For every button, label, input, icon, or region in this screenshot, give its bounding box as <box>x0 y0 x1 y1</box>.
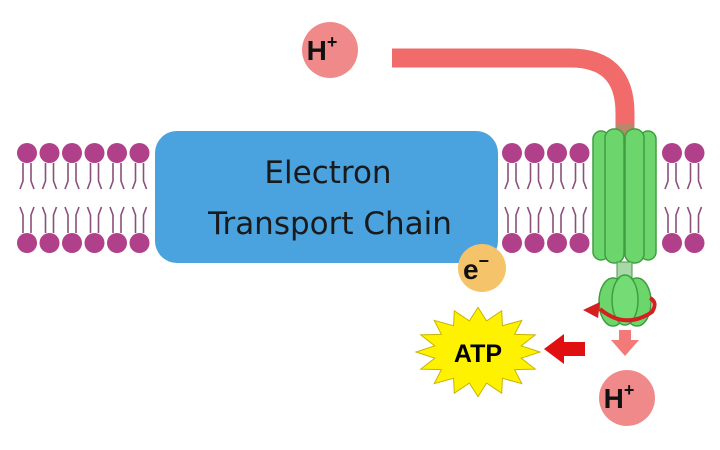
rotation-arrow-icon <box>583 296 657 323</box>
phospholipid-icon <box>107 143 127 253</box>
phospholipid-icon <box>62 143 82 253</box>
proton-bottom: H+ <box>599 370 655 426</box>
atp-synthase <box>592 128 657 327</box>
phospholipid-icon <box>662 143 682 253</box>
atp-label: ATP <box>454 340 502 368</box>
svg-text:H+: H+ <box>604 380 635 414</box>
phospholipid-icon <box>129 143 150 253</box>
phospholipid-icon <box>547 143 567 253</box>
phospholipid-icon <box>502 143 522 253</box>
phospholipid-icon <box>84 143 105 253</box>
phospholipid-icon <box>39 143 60 253</box>
svg-text:e−: e− <box>463 251 489 285</box>
etc-label-line1: Electron <box>264 155 391 191</box>
phospholipid-icon <box>524 143 545 253</box>
phospholipid-bilayer <box>17 143 705 253</box>
phospholipid-icon <box>684 143 705 253</box>
svg-text:H+: H+ <box>307 32 338 66</box>
atp-burst: ATP <box>414 306 542 398</box>
electron: e− <box>458 244 506 292</box>
phospholipid-icon <box>17 143 37 253</box>
phospholipid-icon <box>569 143 590 253</box>
proton-top: H+ <box>302 22 358 78</box>
proton-path <box>392 48 635 135</box>
left-arrow-icon <box>544 334 585 364</box>
etc-label-line2: Transport Chain <box>207 206 452 242</box>
proton-exit-arrow <box>611 330 639 356</box>
electron-transport-chain <box>155 131 498 263</box>
starburst-icon <box>414 306 542 398</box>
